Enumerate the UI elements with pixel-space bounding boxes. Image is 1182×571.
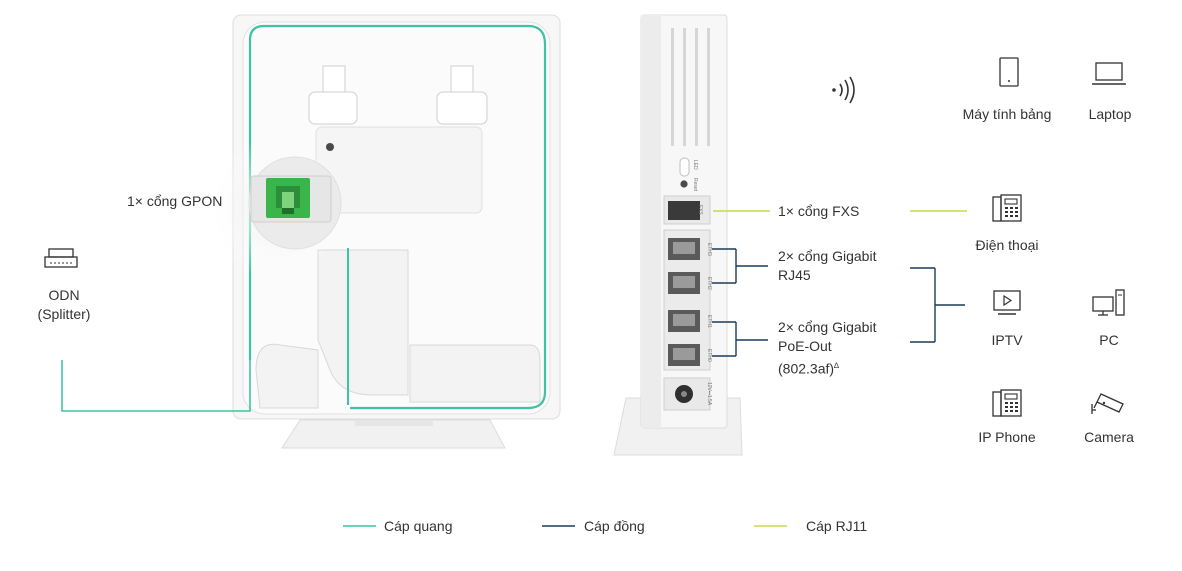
wifi-signal-icon xyxy=(832,76,855,104)
router-back-view xyxy=(61,14,561,449)
eth1-port-tag: ETH1 xyxy=(706,315,712,328)
pc-label: PC xyxy=(1099,332,1119,348)
poe-label-line2: PoE-Out xyxy=(778,338,832,354)
fiber-cable-line xyxy=(61,360,251,412)
odn-label-line1: ODN xyxy=(48,287,80,303)
poe-label-line1: 2× cổng Gigabit xyxy=(778,319,877,335)
power-port-tag: 12V⎓1.5A xyxy=(706,382,712,406)
legend-copper-label: Cáp đồng xyxy=(584,518,645,534)
pc-icon xyxy=(1092,289,1125,316)
rj45-label-line1: 2× cổng Gigabit xyxy=(778,248,877,264)
ip-phone-label: IP Phone xyxy=(978,429,1036,445)
eth3-port-tag: ETH3 xyxy=(706,243,712,256)
laptop-label: Laptop xyxy=(1088,106,1132,122)
poe-port-label: 2× cổng Gigabit PoE-Out (802.3af)∆ xyxy=(778,318,876,379)
iptv-label: IPTV xyxy=(991,332,1023,348)
led-tag: LED xyxy=(692,160,698,170)
iptv-icon xyxy=(993,290,1021,315)
legend-fiber-label: Cáp quang xyxy=(384,518,453,534)
phone-label: Điện thoại xyxy=(975,237,1039,253)
tablet-label: Máy tính bảng xyxy=(962,106,1052,122)
phone-icon xyxy=(992,194,1022,222)
laptop-icon xyxy=(1092,62,1126,85)
reset-tag: Reset xyxy=(692,178,698,192)
fxs-port-label: 1× cổng FXS xyxy=(778,203,860,219)
camera-label: Camera xyxy=(1084,429,1134,445)
eth2-port-tag: ETH2 xyxy=(706,277,712,290)
rj45-label-line2: RJ45 xyxy=(778,267,811,283)
fxs-port xyxy=(668,201,700,220)
eth0-port-tag: ETH0 xyxy=(706,349,712,362)
poe-footnote-mark: ∆ xyxy=(834,361,839,370)
fxs-port-tag: FXS xyxy=(697,205,703,215)
gpon-port-label: 1× cổng GPON xyxy=(127,193,223,209)
poe-label-line3-wrap: (802.3af)∆ xyxy=(778,356,876,379)
legend-rj11-label: Cáp RJ11 xyxy=(806,518,868,534)
connection-lines xyxy=(712,210,967,357)
fiber-routing-line xyxy=(248,24,547,410)
camera-icon xyxy=(1091,393,1124,414)
router-side-view xyxy=(613,14,743,456)
poe-label-line3: (802.3af) xyxy=(778,360,835,377)
odn-label: ODN (Splitter) xyxy=(24,286,104,324)
splitter-icon xyxy=(44,248,78,268)
ip-phone-icon xyxy=(992,389,1022,417)
rj45-port-label: 2× cổng Gigabit RJ45 xyxy=(778,247,876,285)
odn-label-line2: (Splitter) xyxy=(37,306,91,322)
tablet-icon xyxy=(999,57,1019,87)
